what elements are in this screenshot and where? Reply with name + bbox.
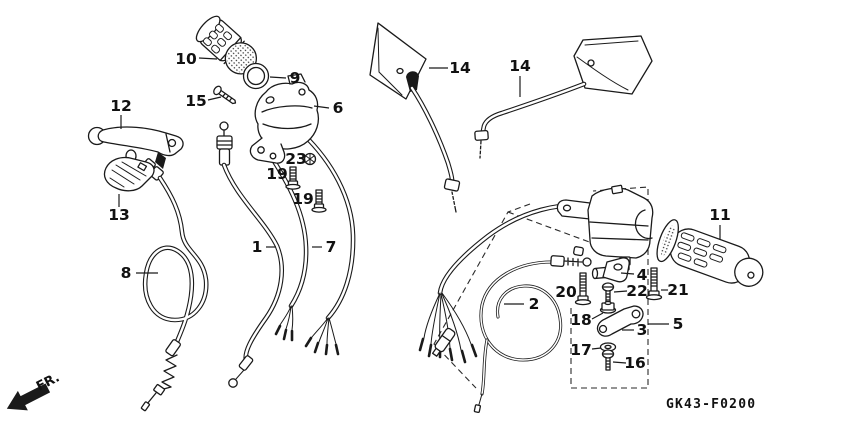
callout-18: 18 (570, 311, 592, 329)
clamp-bolt (574, 272, 592, 306)
brake-cable (140, 158, 209, 412)
left-mirror (369, 22, 461, 213)
callout-21: 21 (667, 281, 689, 299)
throttle-housing (249, 73, 320, 164)
switch-housing (556, 184, 654, 271)
callout-1: 1 (252, 238, 263, 256)
grip-bolt (645, 267, 663, 301)
lever-arm (596, 305, 644, 337)
housing-bolt (311, 189, 327, 213)
lever-bracket (103, 149, 155, 192)
callout-10: 10 (175, 50, 197, 68)
callout-8: 8 (121, 264, 132, 282)
callout-15: 15 (185, 92, 207, 110)
front-arrow-icon (6, 383, 51, 411)
callout-6: 6 (333, 99, 344, 117)
grip-screw (213, 85, 237, 105)
harness-connector (431, 327, 456, 357)
callout-20: 20 (555, 283, 577, 301)
callout-23: 23 (285, 150, 307, 168)
callout-11: 11 (709, 206, 731, 224)
callout-9: 9 (290, 69, 301, 87)
callout-12: 12 (110, 97, 132, 115)
callout-2: 2 (529, 295, 540, 313)
callout-14-left: 14 (449, 59, 471, 77)
callout-7: 7 (326, 238, 337, 256)
clamp-screw (601, 282, 615, 304)
callout-22: 22 (626, 282, 648, 300)
leader-lines (118, 57, 721, 364)
throttle-cable (216, 121, 285, 388)
brake-lever (87, 126, 184, 169)
lever-clamp (591, 257, 630, 283)
locknut (303, 152, 317, 166)
callout-4: 4 (637, 266, 648, 284)
callout-17: 17 (570, 341, 592, 359)
switch-cable (265, 131, 356, 356)
switch-wire-harness-cable (418, 202, 603, 414)
flange-nut (599, 300, 617, 314)
right-grip (656, 219, 764, 287)
callout-19-b: 19 (292, 190, 314, 208)
front-direction-indicator: FR. (6, 370, 62, 411)
arm-screw (601, 349, 615, 371)
throttle-pipe-end (242, 62, 270, 90)
callout-19-a: 19 (266, 165, 288, 183)
callout-3: 3 (637, 321, 648, 339)
housing-bolt (285, 166, 301, 190)
diagram-code: GK43-F0200 (666, 397, 756, 412)
callout-5: 5 (673, 315, 684, 333)
callout-13: 13 (108, 206, 130, 224)
right-mirror (474, 35, 653, 159)
callout-14-right: 14 (509, 57, 531, 75)
callout-16: 16 (624, 354, 646, 372)
